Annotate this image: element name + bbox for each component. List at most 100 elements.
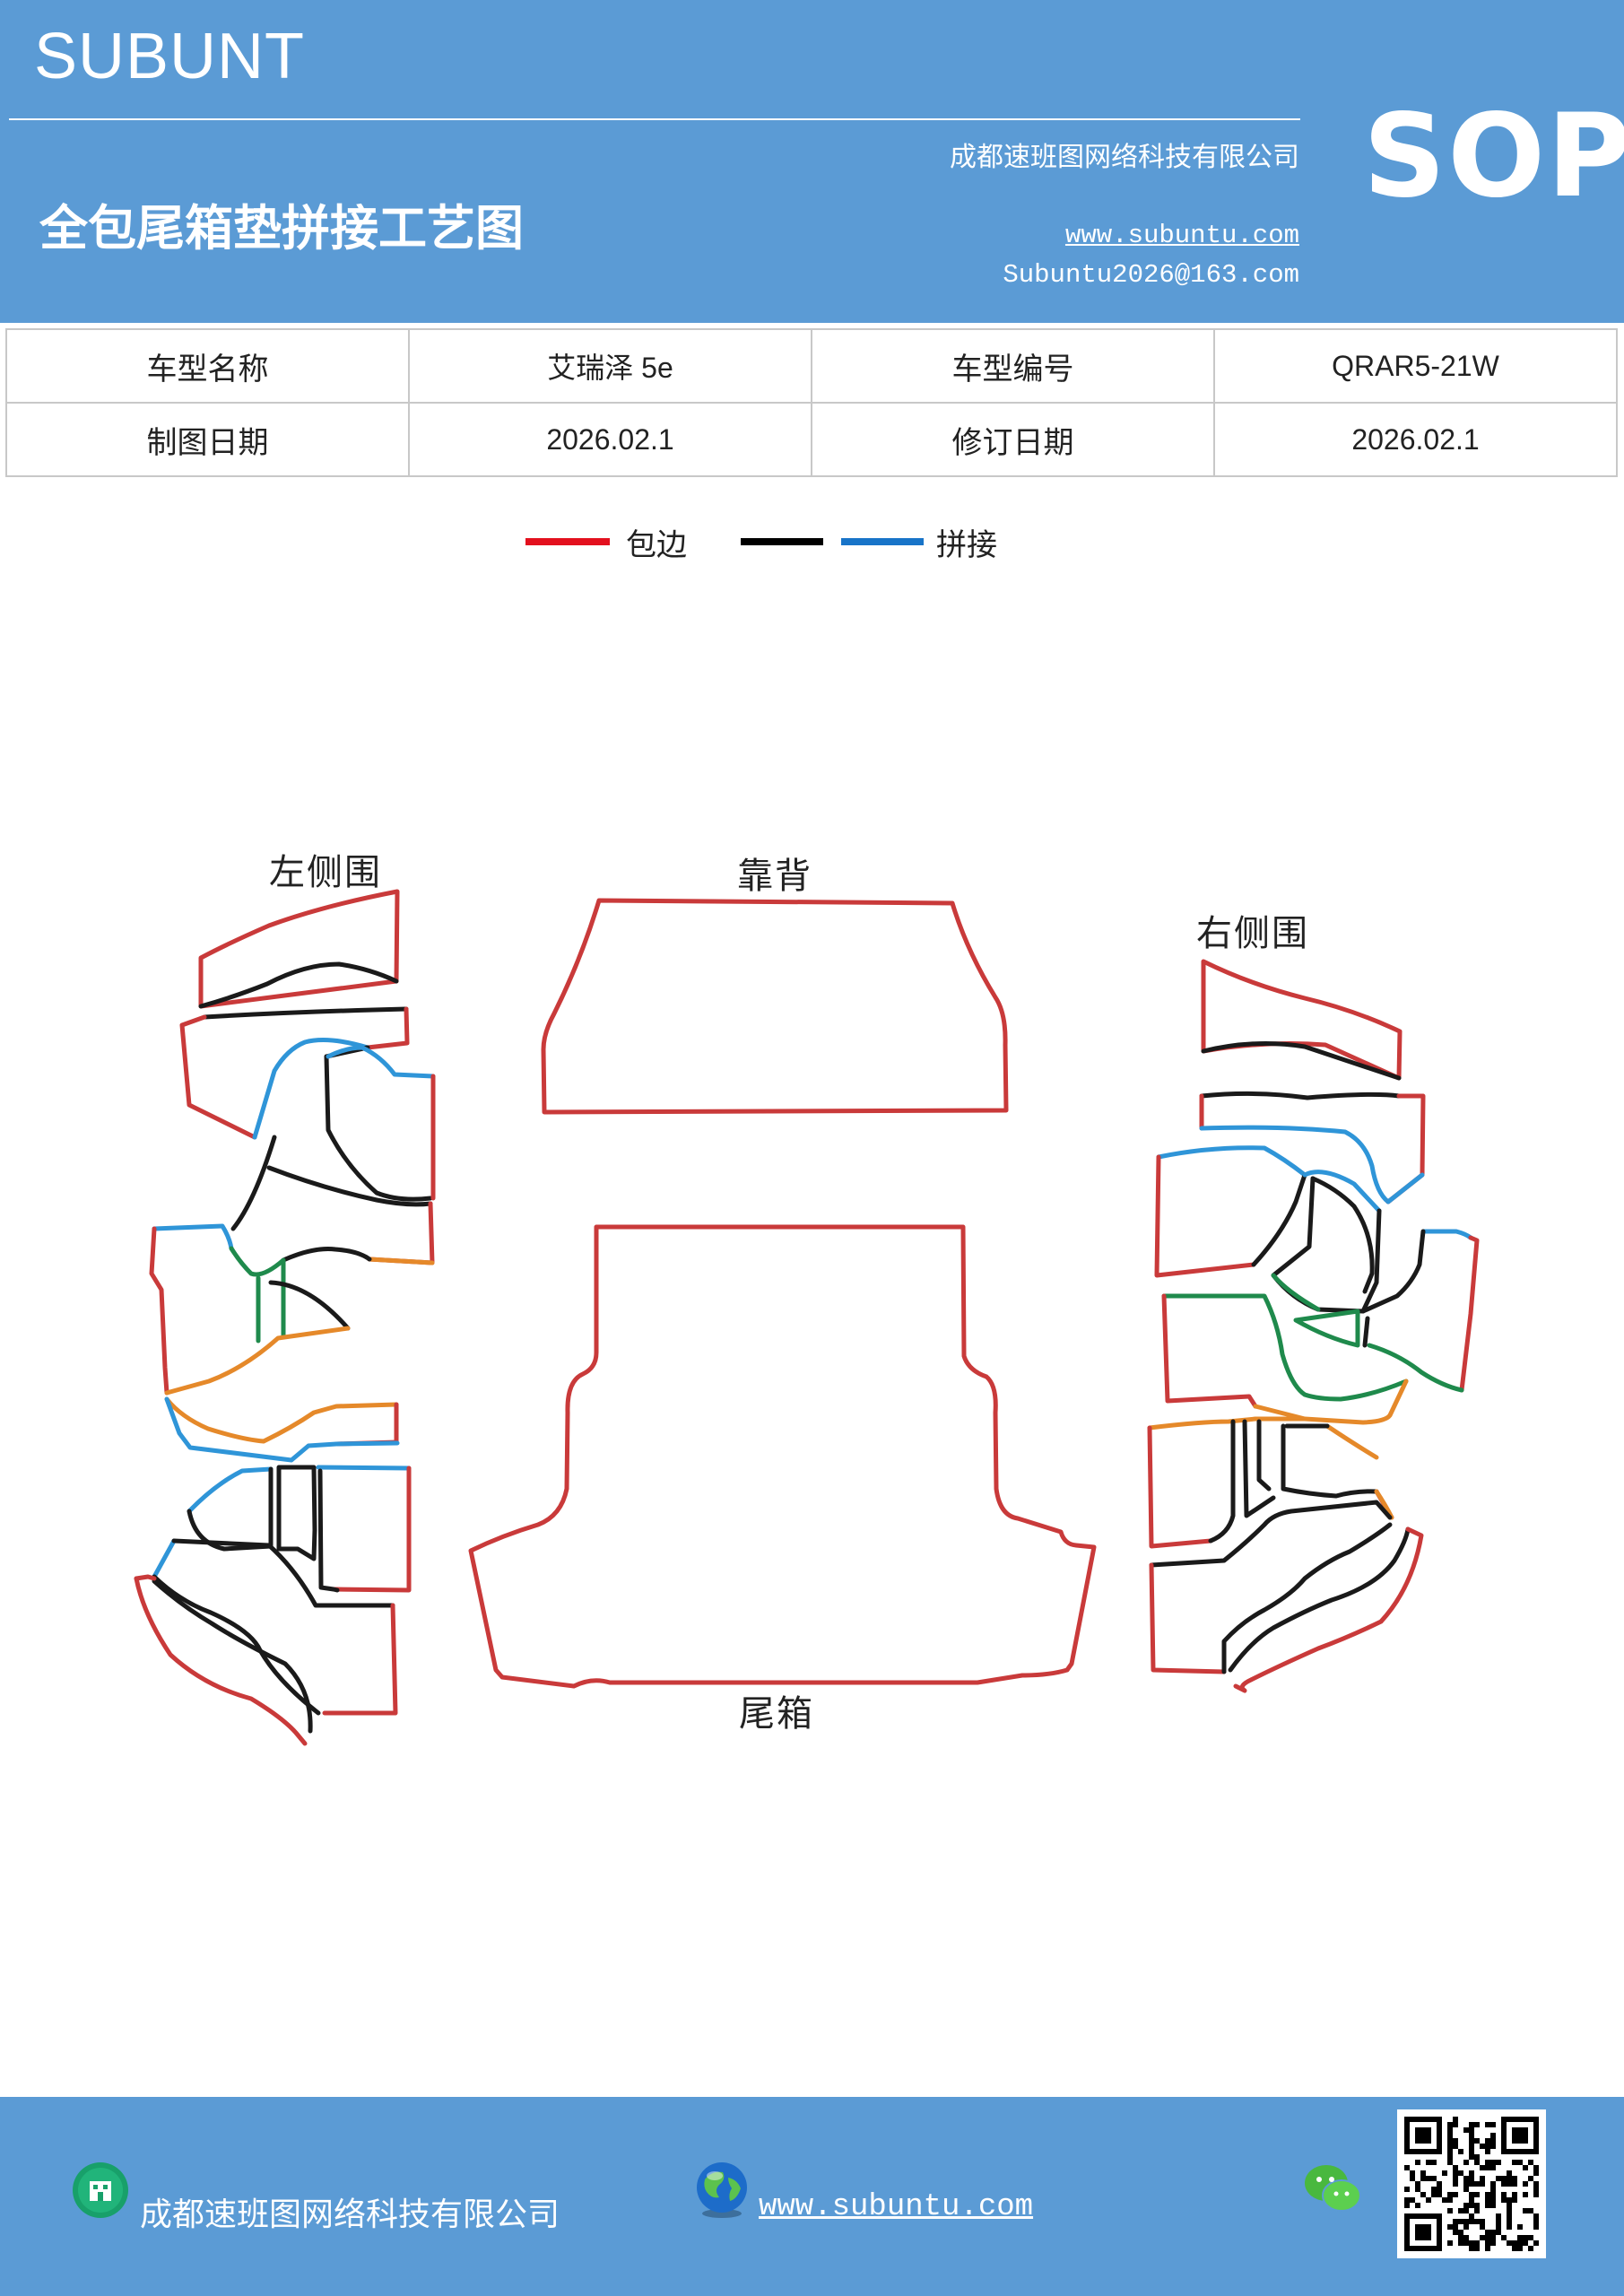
panel-outline xyxy=(198,961,399,1009)
building-icon xyxy=(73,2162,128,2218)
panel-outline xyxy=(1360,1229,1426,1314)
right-panel-label: 右侧围 xyxy=(1196,913,1309,954)
left-side-panel xyxy=(134,889,436,1746)
panel-outline xyxy=(322,1603,398,1716)
header-company-name: 成都速班图网络科技有限公司 xyxy=(950,142,1299,173)
panel-outline xyxy=(326,1045,436,1079)
panel-outline xyxy=(1201,959,1403,1081)
panel-outline xyxy=(1253,1378,1409,1425)
panel-outline xyxy=(1242,1419,1276,1518)
panel-outline xyxy=(152,1578,313,1734)
table-cell-label: 修订日期 xyxy=(811,402,1215,477)
panel-outline xyxy=(164,1396,400,1463)
panel-outline xyxy=(134,1576,308,1746)
legend-swatch-black xyxy=(741,538,823,545)
panel-outline xyxy=(1281,1423,1379,1499)
qr-code[interactable] xyxy=(1397,2109,1546,2258)
qr-code-image xyxy=(1404,2117,1539,2251)
header-banner: SUBUNT 成都速班图网络科技有限公司 全包尾箱垫拼接工艺图 www.subu… xyxy=(0,0,1624,323)
panel-outline xyxy=(367,1257,435,1265)
panel-outline xyxy=(1385,1172,1425,1205)
panel-outline xyxy=(367,1201,435,1265)
header-website-link[interactable]: www.subuntu.com xyxy=(1064,221,1299,250)
right-side-panel xyxy=(1147,959,1480,1693)
legend-label-seam: 拼接 xyxy=(936,527,997,563)
panel-outline xyxy=(331,1465,412,1593)
panel-outline xyxy=(187,1466,274,1514)
panel-outline xyxy=(1302,1170,1382,1213)
panel-outline xyxy=(1362,1316,1370,1348)
panel-outline xyxy=(1147,1416,1307,1431)
panel-outline xyxy=(334,1402,399,1447)
legend: 包边 拼接 xyxy=(0,520,1624,574)
left-panel-label: 左侧围 xyxy=(269,852,382,893)
panel-outline xyxy=(171,1538,395,1608)
legend-label-edge: 包边 xyxy=(626,527,687,563)
panel-outline xyxy=(266,1165,433,1207)
panel-outline xyxy=(1293,1309,1360,1348)
panel-outline xyxy=(281,1247,372,1263)
panel-outline xyxy=(1201,1040,1402,1081)
table-cell-value: 艾瑞泽 5e xyxy=(408,328,812,404)
table-cell-label: 车型编号 xyxy=(811,328,1215,404)
footer-company-name: 成都速班图网络科技有限公司 xyxy=(140,2196,560,2233)
panel-outline xyxy=(230,1135,277,1231)
brand-name: SUBUNT xyxy=(34,21,306,92)
panel-outline xyxy=(1459,1235,1480,1393)
legend-swatch-edge xyxy=(525,538,610,545)
footer-banner: 成都速班图网络科技有限公司 www.subuntu.com xyxy=(0,2097,1624,2296)
panel-outline xyxy=(317,1468,340,1593)
panel-outline xyxy=(1208,1419,1236,1544)
panel-outline xyxy=(1161,1293,1258,1409)
panel-outline xyxy=(198,889,400,1009)
panel-outline xyxy=(1367,1343,1464,1393)
trunk-floor-panel xyxy=(468,1224,1097,1689)
panel-outline xyxy=(1161,1293,1409,1402)
panel-outline xyxy=(149,1226,169,1396)
table-cell-value: 2026.02.1 xyxy=(408,402,812,477)
table-row: 车型名称 艾瑞泽 5e 车型编号 QRAR5-21W xyxy=(5,328,1618,404)
table-cell-label: 制图日期 xyxy=(5,402,410,477)
panel-outline xyxy=(1256,1419,1272,1492)
panel-outline xyxy=(365,1006,410,1050)
panel-outline xyxy=(1199,1125,1391,1205)
backrest-label: 靠背 xyxy=(737,856,812,897)
panel-outline xyxy=(1271,1273,1321,1312)
table-cell-label: 车型名称 xyxy=(5,328,410,404)
panel-outline xyxy=(1154,1154,1256,1278)
table-cell-value: QRAR5-21W xyxy=(1213,328,1618,404)
panel-outline xyxy=(1228,1526,1411,1673)
panel-outline xyxy=(152,1574,321,1716)
panel-outline xyxy=(1310,1176,1375,1294)
table-row: 制图日期 2026.02.1 修订日期 2026.02.1 xyxy=(5,402,1618,477)
footer-website-link[interactable]: www.subuntu.com xyxy=(759,2190,1034,2224)
panel-outline xyxy=(164,1326,351,1396)
header-email[interactable]: Subuntu2026@163.com xyxy=(1003,260,1299,290)
backrest-panel xyxy=(541,898,1009,1115)
panel-outline xyxy=(252,1038,370,1140)
panel-outline xyxy=(1251,1172,1307,1267)
vehicle-info-table: 车型名称 艾瑞泽 5e 车型编号 QRAR5-21W 制图日期 2026.02.… xyxy=(5,328,1618,477)
trunk-label: 尾箱 xyxy=(739,1693,814,1735)
panel-outline xyxy=(1421,1229,1473,1240)
panel-outline xyxy=(1199,1091,1402,1100)
panel-outline xyxy=(1156,1145,1307,1178)
panel-outline xyxy=(152,1538,177,1579)
legend-swatch-seam xyxy=(841,538,924,545)
panel-outline xyxy=(134,1574,157,1581)
panel-outline xyxy=(316,1465,412,1471)
panel-outline xyxy=(229,1246,286,1339)
panel-outline xyxy=(187,1466,274,1552)
globe-icon xyxy=(697,2162,747,2218)
panel-outline xyxy=(1324,1423,1379,1460)
panel-outline xyxy=(1233,1526,1424,1693)
panel-outline xyxy=(324,1045,433,1202)
panel-outline xyxy=(152,1223,234,1251)
panel-outline xyxy=(202,1006,409,1020)
panel-outline xyxy=(1221,1522,1393,1674)
table-cell-value: 2026.02.1 xyxy=(1213,402,1618,477)
panel-outline xyxy=(179,1014,257,1140)
panel-outline xyxy=(268,1280,351,1331)
document-title: 全包尾箱垫拼接工艺图 xyxy=(39,200,524,257)
